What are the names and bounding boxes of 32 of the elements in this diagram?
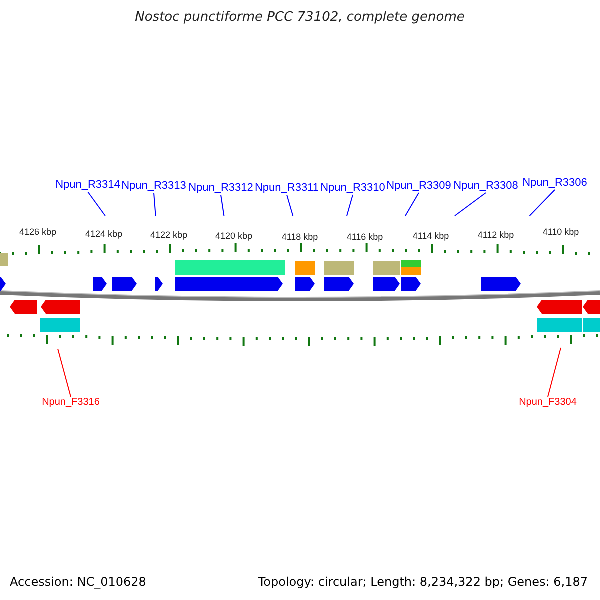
leader-line xyxy=(286,194,294,216)
gene-label: Npun_R3310 xyxy=(320,183,386,194)
gene-label: Npun_R3309 xyxy=(386,181,452,192)
scale-label: 4118 kbp xyxy=(282,233,318,242)
leader-line xyxy=(88,192,106,216)
scale-label: 4126 kbp xyxy=(19,228,57,237)
gene-label: Npun_F3304 xyxy=(519,398,577,408)
leader-line xyxy=(58,348,72,398)
gene-label: Npun_R3314 xyxy=(56,180,120,191)
gene-label: Npun_R3306 xyxy=(522,178,588,189)
leader-line xyxy=(454,192,486,216)
leader-line xyxy=(220,194,225,216)
title: Nostoc punctiforme PCC 73102, complete genome xyxy=(134,11,466,24)
leader-line xyxy=(548,348,562,398)
gene-label: Npun_R3312 xyxy=(188,183,254,194)
scale-label: 4116 kbp xyxy=(346,233,384,242)
scale-label: 4110 kbp xyxy=(542,228,580,237)
leader-line xyxy=(405,192,420,216)
gene-label: Npun_R3308 xyxy=(454,181,518,192)
scale-label: 4124 kbp xyxy=(85,230,123,239)
scale-label: 4112 kbp xyxy=(478,231,514,240)
scale-label: 4122 kbp xyxy=(150,231,188,240)
leader-line xyxy=(529,190,556,216)
gene-label: Npun_F3316 xyxy=(42,398,100,408)
gene-label: Npun_R3311 xyxy=(255,183,319,194)
genome-info-text: Topology: circular; Length: 8,234,322 bp; Genes: 6,187 xyxy=(258,576,588,588)
scale-label: 4120 kbp xyxy=(215,232,253,241)
leader-line xyxy=(346,194,354,216)
accession-text: Accession: NC_010628 xyxy=(10,576,146,588)
scale-label: 4114 kbp xyxy=(412,232,450,241)
gene-label: Npun_R3313 xyxy=(122,181,186,192)
leader-line xyxy=(154,192,156,216)
